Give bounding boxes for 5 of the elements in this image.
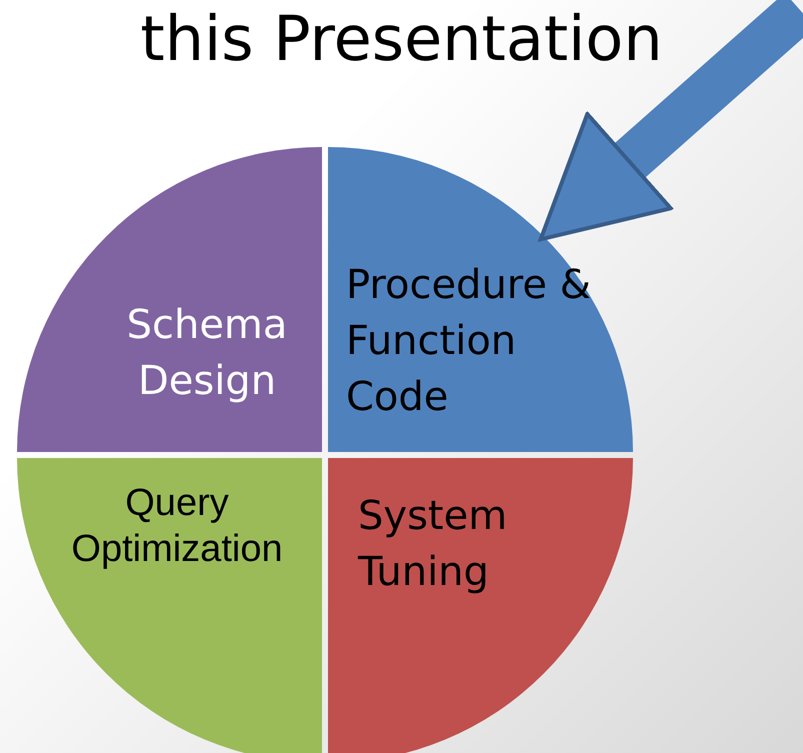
quadrant-label: Schema Design xyxy=(126,301,288,406)
quadrant-label: Query Optimization xyxy=(70,481,284,572)
block-arrow xyxy=(538,0,803,242)
title: this Presentation xyxy=(139,4,664,74)
quadrant-label: System Tuning xyxy=(358,492,508,597)
